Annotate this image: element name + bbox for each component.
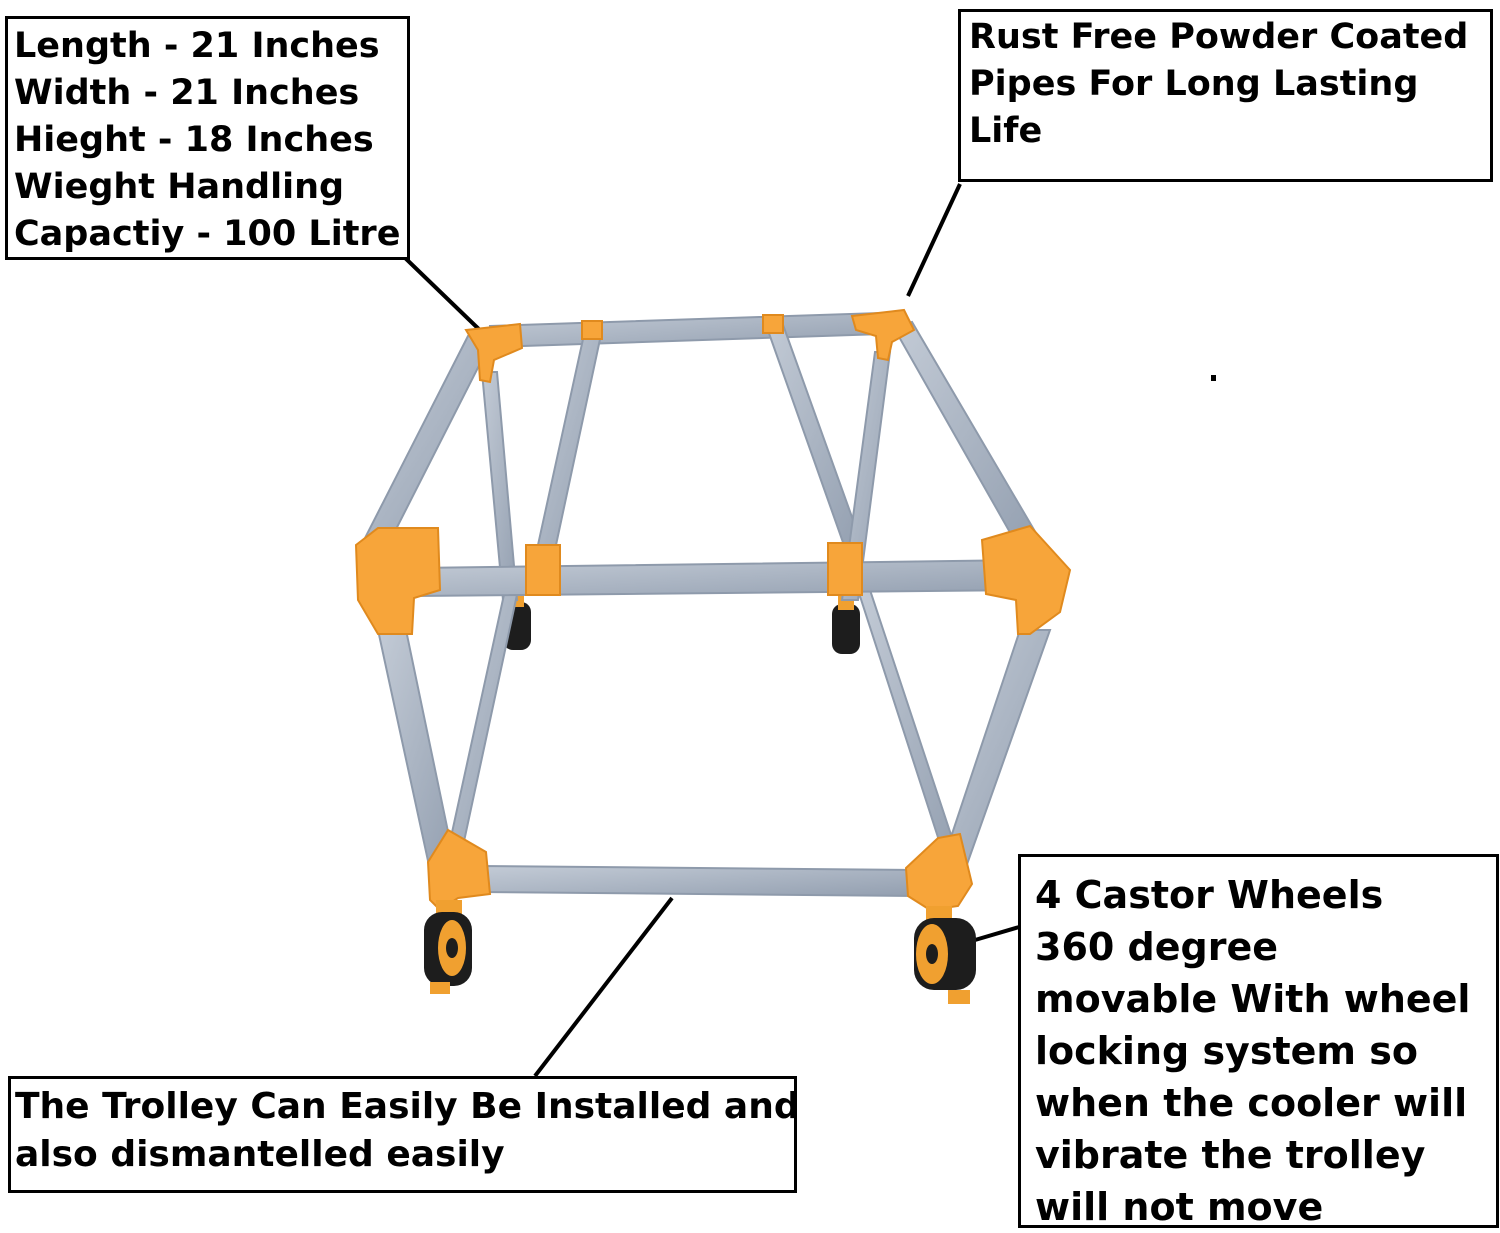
install-line-1: The Trolley Can Easily Be Installed and xyxy=(15,1086,800,1127)
pipes-line-1: Rust Free Powder Coated xyxy=(969,17,1469,57)
connector-top-rail-2 xyxy=(762,314,784,334)
install-line-2: also dismantelled easily xyxy=(15,1134,505,1175)
wheels-line-2: 360 degree xyxy=(1035,925,1279,969)
wheels-line-7: will not move xyxy=(1035,1185,1324,1229)
pointer-lines xyxy=(398,183,1027,1078)
connector-top-rail-1 xyxy=(581,320,603,340)
pipes-callout: Rust Free Powder Coated Pipes For Long L… xyxy=(958,9,1493,182)
wheels-line-5: when the cooler will xyxy=(1035,1081,1468,1125)
specs-width: Width - 21 Inches xyxy=(14,73,360,113)
specs-callout: Length - 21 Inches Width - 21 Inches Hie… xyxy=(5,16,410,260)
connector-bottom-right xyxy=(904,832,974,912)
specs-capacity: Capactiy - 100 Litre xyxy=(14,214,401,254)
pointer-specs xyxy=(398,251,489,339)
connector-front-rail-1 xyxy=(525,544,561,596)
pipes-line-2: Pipes For Long Lasting xyxy=(969,64,1419,104)
specs-height: Hieght - 18 Inches xyxy=(14,120,374,160)
back-wheels xyxy=(503,593,860,654)
specs-weight: Wieght Handling xyxy=(14,167,345,207)
specs-length: Length - 21 Inches xyxy=(14,26,380,66)
connector-front-right xyxy=(980,524,1072,635)
pointer-install xyxy=(533,896,674,1078)
pointer-pipes xyxy=(906,183,962,297)
dot-mark xyxy=(1211,375,1216,381)
connector-front-rail-2 xyxy=(827,542,863,596)
front-wheels xyxy=(424,900,976,1004)
pipe-frame xyxy=(362,311,1052,898)
connector-top-right-back xyxy=(850,308,916,362)
connectors xyxy=(354,308,1072,912)
install-callout: The Trolley Can Easily Be Installed and … xyxy=(8,1076,800,1193)
connector-bottom-left xyxy=(426,828,492,912)
pointer-wheels xyxy=(974,923,1027,942)
wheels-callout: 4 Castor Wheels 360 degree movable With … xyxy=(1018,854,1499,1229)
wheels-line-3: movable With wheel xyxy=(1035,977,1471,1021)
wheels-line-6: vibrate the trolley xyxy=(1035,1133,1426,1177)
connector-top-left-back xyxy=(464,322,524,384)
wheels-line-1: 4 Castor Wheels xyxy=(1035,873,1384,917)
connector-front-left xyxy=(354,527,442,635)
pipes-line-3: Life xyxy=(969,111,1043,151)
wheels-line-4: locking system so xyxy=(1035,1029,1418,1073)
